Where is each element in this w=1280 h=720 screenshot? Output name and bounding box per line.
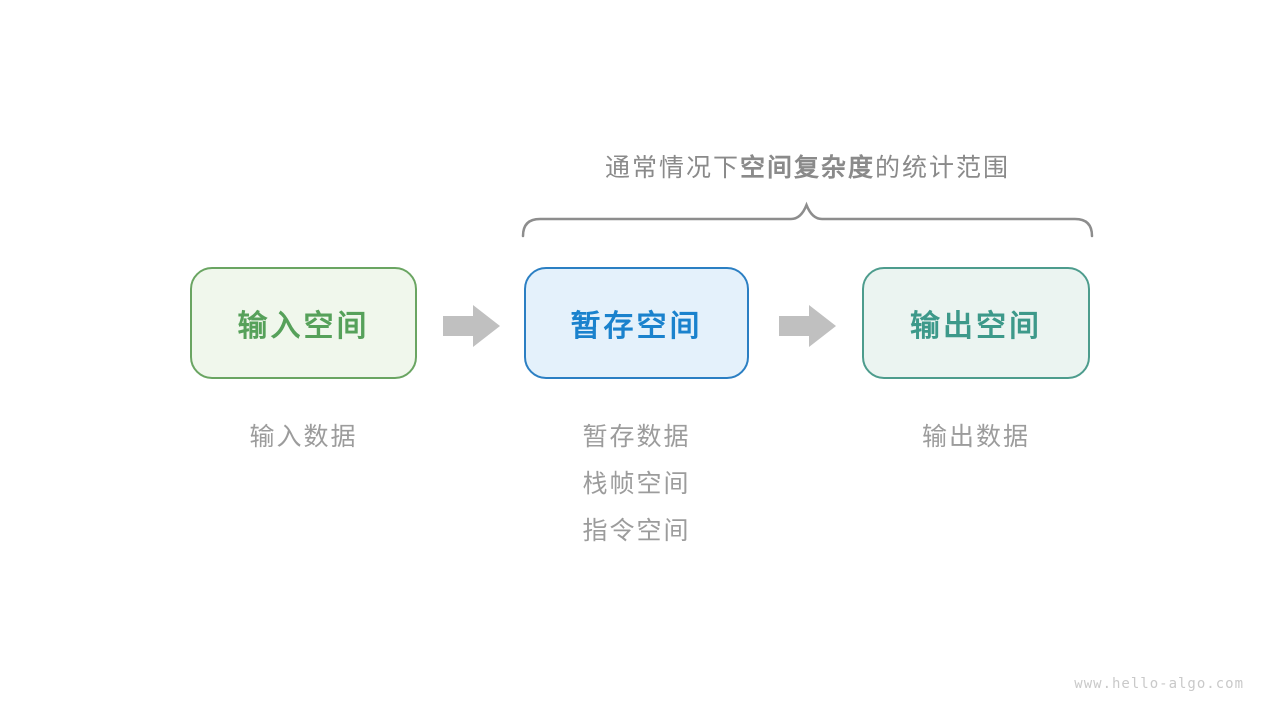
sublabel-stack-frame-space: 栈帧空间 (582, 470, 691, 498)
sublabel-output-data-text: 输出数据 (921, 423, 1030, 451)
box-buffer-space: 暂存空间 (524, 267, 749, 379)
sublabel-input-data: 输入数据 (190, 414, 417, 461)
diagram-title: 通常情况下空间复杂度的统计范围 (520, 148, 1095, 184)
watermark: www.hello-algo.com (1074, 676, 1244, 692)
sublabel-output-data: 输出数据 (862, 414, 1090, 461)
sublabel-instruction-space: 指令空间 (582, 517, 691, 545)
box-output-space: 输出空间 (862, 267, 1090, 379)
title-bold-term: 空间复杂度 (739, 154, 875, 182)
box-output-space-label: 输出空间 (910, 310, 1042, 343)
sublabel-input-data-text: 输入数据 (249, 423, 358, 451)
title-prefix: 通常情况下 (604, 154, 740, 182)
arrow-right-icon (443, 305, 501, 347)
curly-brace-path (521, 201, 1094, 238)
box-buffer-space-label: 暂存空间 (570, 310, 703, 343)
box-input-space-label: 输入空间 (237, 310, 370, 343)
sublabel-buffer-data: 暂存数据 (582, 423, 691, 451)
box-input-space: 输入空间 (190, 267, 417, 379)
sublabel-buffer-list: 暂存数据 栈帧空间 指令空间 (524, 414, 749, 555)
curly-brace (520, 198, 1095, 246)
title-suffix: 的统计范围 (875, 154, 1011, 182)
arrow-right-icon (779, 305, 837, 347)
